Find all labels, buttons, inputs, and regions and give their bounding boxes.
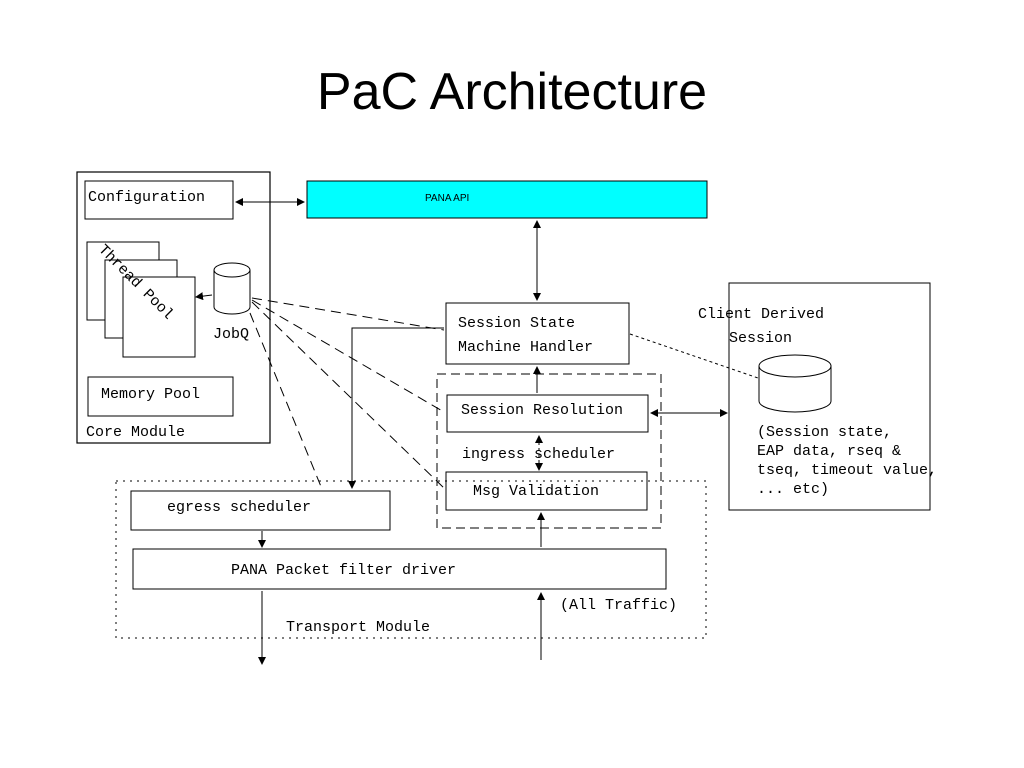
client-derived-detail-line4: ... etc): [757, 481, 829, 498]
ingress-frame: [436, 373, 662, 529]
jobq-handler-dashed-link: [251, 297, 445, 331]
session-resolution-box: [446, 394, 649, 433]
packet-filter-driver-label: PANA Packet filter driver: [231, 562, 456, 579]
core-module-label: Core Module: [86, 424, 185, 441]
msg-validation-box: [445, 471, 648, 511]
thread-pool-page-front: [122, 276, 196, 358]
jobq-to-thread-pool-arrow: [195, 292, 213, 301]
session-state-label: Session State: [458, 315, 575, 332]
client-derived-detail-line1: (Session state,: [757, 424, 892, 441]
jobq-cylinder-icon: [213, 262, 251, 315]
jobq-resolution-dashed-link: [251, 299, 445, 413]
jobq-validation-dashed-link: [251, 301, 445, 489]
slide-title: PaC Architecture: [316, 63, 708, 121]
pana-api-label: PANA API: [425, 193, 469, 204]
transport-module-label: Transport Module: [286, 619, 430, 636]
session-resolution-label: Session Resolution: [461, 402, 623, 419]
memory-pool-label: Memory Pool: [101, 386, 200, 403]
handler-to-egress-arrow: [348, 327, 444, 489]
configuration-box: [84, 180, 234, 220]
session-state-machine-handler-box: [445, 302, 630, 365]
handler-store-dotted-link: [629, 333, 759, 379]
machine-handler-label: Machine Handler: [458, 339, 593, 356]
client-derived-detail-line2: EAP data, rseq &: [757, 443, 901, 460]
transport-module-frame: [115, 480, 707, 639]
msg-validation-label: Msg Validation: [473, 483, 599, 500]
jobq-label: JobQ: [213, 326, 249, 343]
client-derived-title-line2: Session: [729, 330, 792, 347]
all-traffic-label: (All Traffic): [560, 597, 677, 614]
memory-pool-box: [87, 376, 234, 417]
egress-scheduler-label: egress scheduler: [167, 499, 311, 516]
pana-api-box: [306, 180, 708, 219]
egress-scheduler-box: [130, 490, 391, 531]
client-derived-title-line1: Client Derived: [698, 306, 824, 323]
session-store-cylinder-icon: [758, 354, 832, 413]
packet-filter-driver-box: [132, 548, 667, 590]
configuration-label: Configuration: [88, 189, 205, 206]
client-derived-detail-line3: tseq, timeout value,: [757, 462, 937, 479]
